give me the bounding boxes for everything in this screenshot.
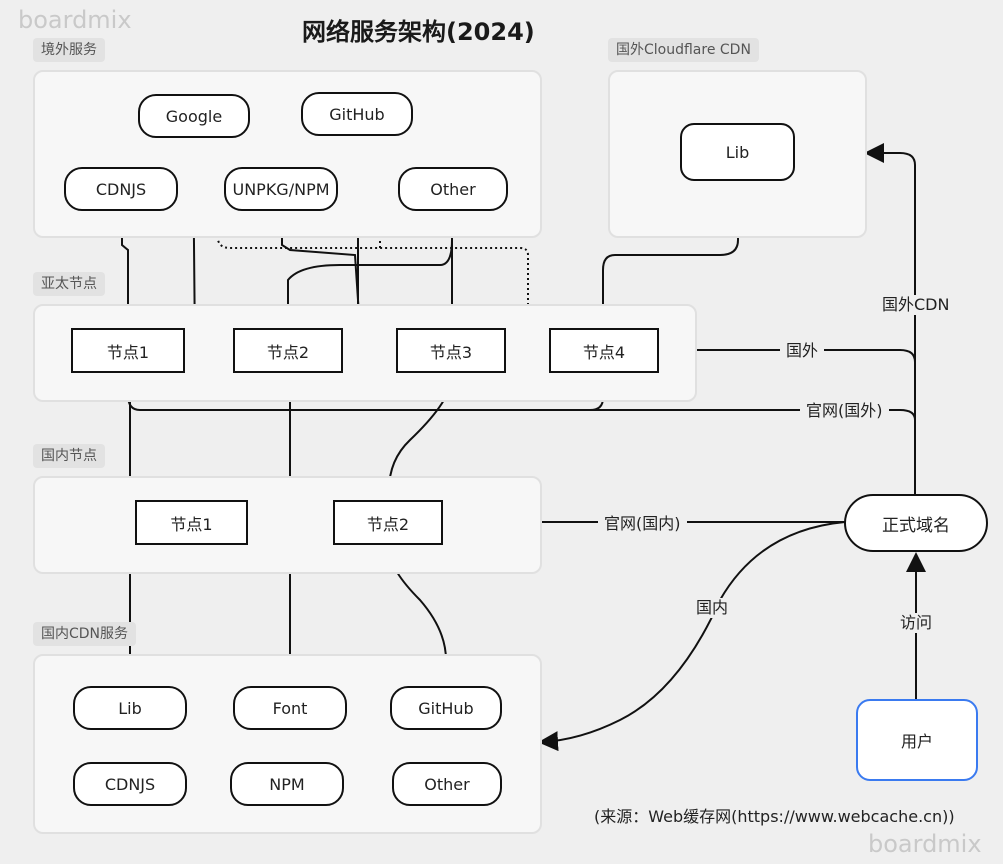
edge-cf-lib-apac4 (593, 180, 739, 330)
node-apac-3[interactable]: 节点3 (396, 328, 506, 373)
watermark-top: boardmix (18, 6, 132, 34)
group-label-cloudflare-cdn: 国外Cloudflare CDN (608, 38, 759, 62)
group-label-domestic-nodes: 国内节点 (33, 444, 105, 468)
group-domestic-cdn (33, 654, 542, 834)
node-github-overseas[interactable]: GitHub (301, 92, 413, 136)
edge-overseas-cdn (864, 143, 916, 494)
node-official-domain[interactable]: 正式域名 (844, 494, 988, 552)
edge-overseas-node4 (658, 340, 916, 494)
node-other-overseas[interactable]: Other (398, 167, 508, 211)
group-overseas-services (33, 70, 542, 238)
node-cdn-lib[interactable]: Lib (73, 686, 187, 730)
node-unpkg-npm[interactable]: UNPKG/NPM (224, 167, 338, 211)
node-apac-1[interactable]: 节点1 (71, 328, 185, 373)
edge-label-official-overseas: 官网(国外) (800, 401, 889, 421)
edge-label-visit: 访问 (894, 613, 939, 633)
edge-label-domestic: 国内 (690, 598, 735, 618)
edge-label-overseas-cdn: 国外CDN (876, 295, 956, 315)
node-cdnjs-overseas[interactable]: CDNJS (64, 167, 178, 211)
node-domestic-1[interactable]: 节点1 (135, 500, 248, 545)
watermark-bottom: boardmix (868, 830, 982, 858)
edge-label-overseas: 国外 (780, 341, 825, 361)
node-user[interactable]: 用户 (856, 699, 978, 781)
node-cdn-cdnjs[interactable]: CDNJS (73, 762, 187, 806)
group-label-domestic-cdn: 国内CDN服务 (33, 622, 137, 646)
node-cdn-npm[interactable]: NPM (230, 762, 344, 806)
edge-label-official-domestic: 官网(国内) (598, 514, 687, 534)
node-domestic-2[interactable]: 节点2 (333, 500, 443, 545)
node-cdn-font[interactable]: Font (233, 686, 347, 730)
group-label-overseas-services: 境外服务 (33, 38, 105, 62)
node-apac-2[interactable]: 节点2 (233, 328, 343, 373)
node-apac-4[interactable]: 节点4 (549, 328, 659, 373)
edge-domestic-cdn (538, 521, 846, 752)
group-label-apac-nodes: 亚太节点 (33, 272, 105, 296)
node-cdn-other[interactable]: Other (392, 762, 502, 806)
node-cdn-github[interactable]: GitHub (390, 686, 502, 730)
source-note: (来源：Web缓存网(https://www.webcache.cn)) (594, 807, 955, 826)
diagram-title: 网络服务架构(2024) (302, 18, 535, 46)
node-cloudflare-lib[interactable]: Lib (680, 123, 795, 181)
group-domestic-nodes (33, 476, 542, 574)
node-google[interactable]: Google (138, 94, 250, 138)
